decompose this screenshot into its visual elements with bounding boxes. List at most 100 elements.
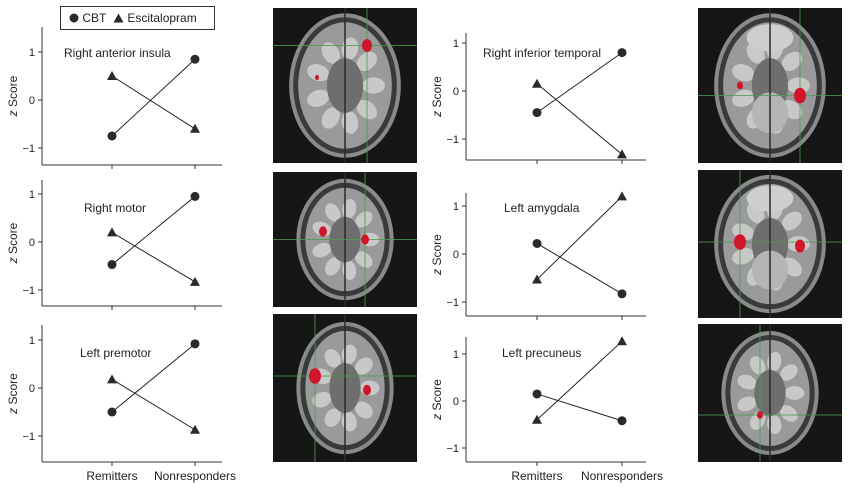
series-line-cbt — [111, 343, 196, 413]
legend-item-cbt: CBT — [69, 11, 106, 25]
series-line-cbt — [536, 52, 623, 114]
gyrus — [341, 37, 359, 60]
data-point-cbt — [107, 131, 117, 141]
panel-title: Right motor — [84, 201, 146, 215]
y-axis-label: z Score — [430, 379, 444, 421]
y-axis-label: z Score — [430, 234, 444, 276]
gyrus — [354, 401, 373, 419]
activation-spot — [309, 368, 321, 384]
series-line-escitalopram — [536, 83, 623, 155]
legend: CBT Escitalopram — [60, 6, 215, 30]
series-line-escitalopram — [111, 75, 196, 130]
brain-slice-image — [698, 324, 842, 462]
y-tick-label: −1 — [22, 431, 35, 443]
y-axis-label: z Score — [6, 222, 20, 264]
data-point-escitalopram — [532, 274, 542, 284]
series-line-cbt — [111, 58, 196, 137]
y-tick-label: 1 — [453, 38, 459, 50]
data-point-cbt — [190, 339, 200, 349]
data-point-escitalopram — [107, 71, 117, 80]
gyrus — [324, 408, 341, 427]
data-point-escitalopram — [190, 123, 200, 133]
y-tick-label: 1 — [29, 47, 35, 59]
data-point-escitalopram — [190, 276, 200, 286]
series-line-cbt — [536, 393, 623, 422]
y-tick-label: 0 — [29, 95, 35, 107]
gyrus — [342, 260, 357, 280]
panel-title: Left amygdala — [504, 201, 580, 215]
gyrus — [307, 89, 330, 107]
gyrus — [341, 111, 359, 134]
data-point-cbt — [107, 260, 117, 270]
brain-slice-image — [273, 172, 417, 307]
gyrus — [355, 211, 373, 228]
y-axis-label: z Score — [6, 75, 20, 117]
data-point-escitalopram — [532, 78, 542, 88]
activation-spot — [363, 384, 371, 396]
y-tick-label: 0 — [29, 237, 35, 249]
gyrus — [312, 391, 332, 408]
panel-title: Left precuneus — [502, 346, 581, 360]
gyrus — [325, 203, 341, 222]
gyrus — [355, 251, 373, 268]
data-point-cbt — [190, 191, 200, 201]
x-tick-label: Remitters — [86, 469, 137, 483]
series-line-cbt — [536, 243, 623, 295]
data-point-escitalopram — [107, 374, 117, 384]
y-tick-label: 1 — [29, 335, 35, 347]
x-tick-label: Nonresponders — [581, 469, 663, 483]
brain-slice-image — [273, 8, 417, 163]
gyrus — [324, 349, 341, 368]
activation-spot — [795, 239, 805, 253]
y-axis-label: z Score — [430, 76, 444, 118]
gyrus — [307, 64, 330, 82]
activation-spot — [319, 226, 327, 237]
series-line-escitalopram — [111, 378, 196, 431]
data-point-cbt — [532, 108, 542, 118]
legend-label-cbt: CBT — [82, 11, 107, 25]
brain-slice-image — [698, 8, 842, 163]
data-point-escitalopram — [617, 336, 627, 346]
gyrus — [325, 257, 341, 276]
data-point-cbt — [107, 407, 117, 417]
series-line-escitalopram — [536, 196, 623, 280]
y-tick-label: 1 — [453, 201, 459, 213]
y-tick-label: −1 — [22, 285, 35, 297]
data-point-escitalopram — [617, 191, 627, 201]
y-tick-label: −1 — [446, 443, 459, 455]
gyrus — [362, 77, 385, 94]
x-tick-label: Nonresponders — [154, 469, 236, 483]
y-axis-label: z Score — [6, 373, 20, 415]
gyrus — [732, 247, 755, 265]
activation-spot — [737, 81, 743, 90]
gyrus — [321, 42, 340, 64]
data-point-cbt — [532, 238, 542, 248]
data-point-escitalopram — [190, 424, 200, 434]
brain-slice-image — [698, 170, 842, 318]
gyrus — [781, 211, 802, 231]
gyrus — [732, 89, 755, 107]
activation-spot — [362, 39, 372, 52]
y-tick-label: 0 — [29, 383, 35, 395]
y-tick-label: 0 — [453, 396, 459, 408]
gyrus — [787, 77, 810, 94]
data-point-cbt — [617, 289, 627, 299]
gyrus — [737, 396, 757, 412]
brain-slice-image — [273, 314, 417, 462]
gyrus — [732, 64, 755, 82]
panel-title: Right inferior temporal — [483, 46, 601, 60]
gyrus — [354, 357, 373, 375]
legend-label-escitalopram: Escitalopram — [127, 11, 197, 25]
gyrus — [312, 242, 332, 258]
y-tick-label: −1 — [446, 134, 459, 146]
series-line-cbt — [111, 196, 196, 265]
data-point-escitalopram — [617, 149, 627, 159]
panel-title: Left premotor — [80, 346, 151, 360]
